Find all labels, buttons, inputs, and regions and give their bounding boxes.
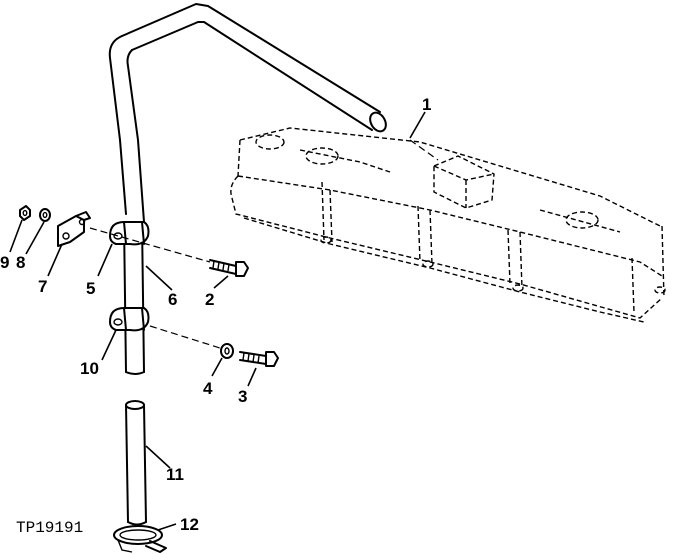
hose xyxy=(125,400,147,526)
lock-washer xyxy=(39,208,51,222)
callout-9: 9 xyxy=(0,253,9,272)
callout-6: 6 xyxy=(168,290,177,309)
callout-3: 3 xyxy=(238,387,247,406)
callout-12: 12 xyxy=(180,515,199,534)
upper-clamp xyxy=(109,221,150,246)
washer xyxy=(220,343,234,359)
callout-11: 11 xyxy=(166,465,184,484)
callout-8: 8 xyxy=(16,253,25,272)
upper-bolt-axis xyxy=(89,227,211,263)
callout-5: 5 xyxy=(86,279,95,298)
bracket xyxy=(57,211,91,247)
valve-cover-outline xyxy=(230,127,666,323)
callout-7: 7 xyxy=(38,277,47,296)
cap-screw-upper xyxy=(209,259,249,277)
figure-id: TP19191 xyxy=(16,519,83,537)
callout-10: 10 xyxy=(80,359,99,378)
nut xyxy=(19,205,31,221)
lower-clamp xyxy=(109,307,150,332)
breather-connection-line xyxy=(409,139,439,161)
callout-4: 4 xyxy=(203,379,213,398)
lower-bolt-axis xyxy=(149,325,221,349)
leader-lines xyxy=(9,111,426,531)
hose-clamp xyxy=(113,525,167,553)
cap-screw-lower xyxy=(239,351,279,367)
breather-tube xyxy=(108,3,387,375)
callout-1: 1 xyxy=(422,95,431,114)
callout-2: 2 xyxy=(205,290,214,309)
